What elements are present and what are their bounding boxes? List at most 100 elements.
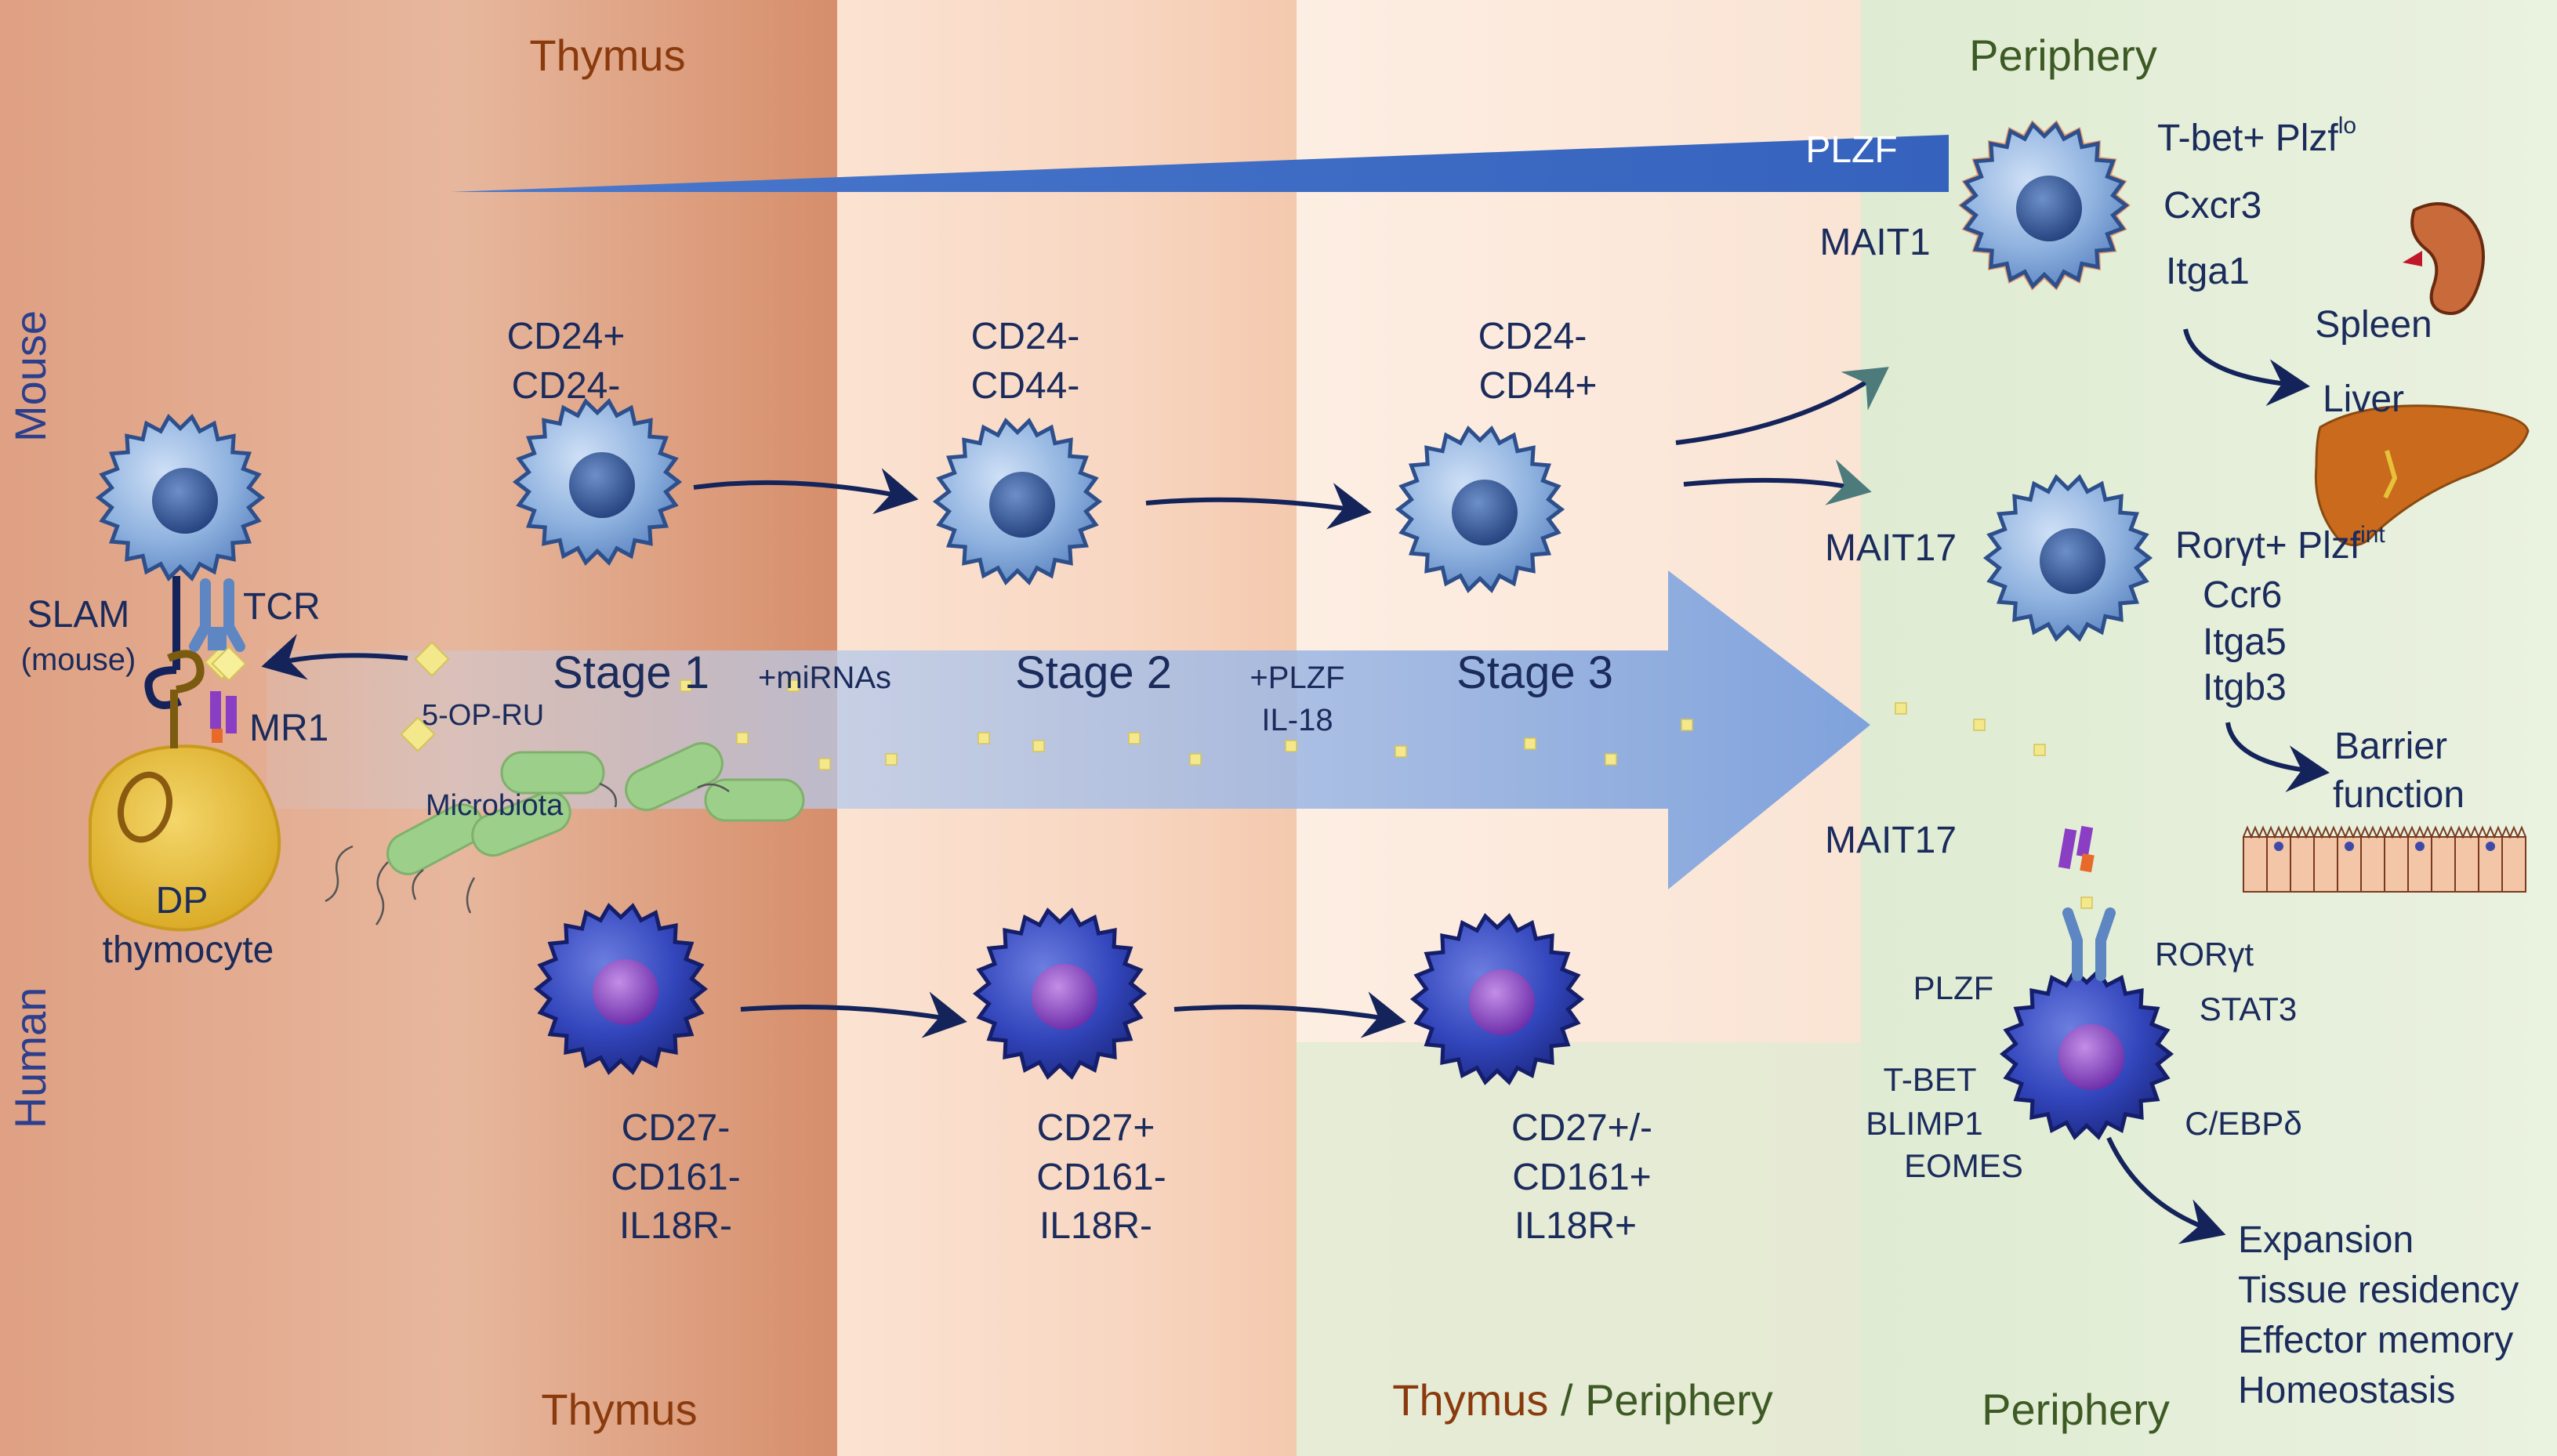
antigen-particle: [885, 753, 898, 766]
mait1-marker-3: Itga1: [2166, 251, 2250, 292]
stage3-to-mait1-arrow: [1675, 367, 1889, 445]
tcr-label: TCR: [243, 586, 321, 628]
slam-tcr-complex: [144, 576, 247, 748]
human-stage1-marker-3: IL18R-: [619, 1205, 732, 1247]
region-title-thymus-bottom: Thymus: [541, 1385, 697, 1434]
human-stage2-cell: [972, 907, 1148, 1080]
mait1-marker-2: Cxcr3: [2163, 185, 2261, 226]
epithelial-cell: [2313, 836, 2338, 893]
epithelial-immune-dot: [2486, 842, 2495, 851]
mait1-marker-1: T-bet+ Plzflo: [2157, 113, 2356, 159]
outcome-2: Tissue residency: [2238, 1269, 2519, 1311]
mait17-marker-2: Ccr6: [2203, 574, 2282, 616]
outcome-4: Homeostasis: [2238, 1370, 2455, 1411]
mait1-to-organs-arrow: [2183, 328, 2310, 407]
thymus-periphery-part-b: Periphery: [1585, 1375, 1773, 1425]
barrier-label-1: Barrier: [2334, 726, 2447, 767]
antigen-particle: [1395, 745, 1407, 758]
epithelial-cell: [2431, 836, 2456, 893]
region-title-periphery-bottom: Periphery: [1982, 1385, 2170, 1434]
human-stage3-marker-2: CD161+: [1512, 1157, 1651, 1198]
human-stage3-marker-1: CD27+/-: [1511, 1107, 1652, 1149]
bacterium: [625, 742, 724, 811]
epithelial-cell: [2243, 836, 2268, 893]
antigen-particle: [787, 679, 800, 692]
stage-progression-arrow: [267, 570, 1870, 889]
thymus-periphery-separator: /: [1548, 1375, 1585, 1425]
epithelial-immune-dot: [2345, 842, 2354, 851]
dp-thymocyte-label-1: DP: [156, 880, 209, 922]
mouse-cells: [95, 120, 2153, 642]
plzf-gradient-label: PLZF: [1805, 129, 1897, 171]
epithelium-villi: [2243, 825, 2526, 839]
antigen-particle: [1285, 740, 1297, 752]
tf-left-1: PLZF: [1913, 969, 1994, 1006]
mouse-stage3-marker-1: CD24-: [1478, 316, 1587, 357]
mait17-to-barrier-arrow: [2225, 722, 2330, 793]
species-label-human: Human: [5, 987, 55, 1129]
barrier-label-2: function: [2333, 774, 2465, 816]
mouse-stage1-cell: [512, 398, 683, 566]
bacterium: [386, 803, 484, 875]
antigen-particle: [1524, 737, 1536, 750]
mait1-cell: [1958, 120, 2131, 291]
antigen-particle: [977, 732, 990, 744]
human-stage1-marker-1: CD27-: [622, 1107, 731, 1149]
mouse-stage2-marker-2: CD44-: [971, 365, 1080, 407]
stage3-label: Stage 3: [1456, 647, 1613, 698]
human-stage2-marker-2: CD161-: [1036, 1157, 1166, 1198]
plzf-stage-label: +PLZF: [1249, 661, 1344, 695]
epithelial-cell: [2384, 836, 2409, 893]
antigen-to-mr1-arrow: [261, 634, 408, 680]
stage3-to-mait17-arrow: [1683, 459, 1872, 505]
mait17-marker-3: Itga5: [2203, 621, 2287, 663]
human-cells: [533, 903, 2174, 1140]
microbiota-bacteria: [325, 742, 805, 925]
mouse-stage1-marker-2: CD24-: [512, 365, 621, 407]
mouse-stage1-marker-1: CD24+: [507, 316, 626, 357]
antigen-particle: [1032, 740, 1045, 752]
region-title-thymus-top: Thymus: [529, 31, 685, 80]
human-stage2-marker-1: CD27+: [1037, 1107, 1155, 1149]
liver-label: Liver: [2323, 378, 2404, 420]
dp-thymocyte-cell: [89, 744, 281, 932]
mait17-marker-1: Rorγt+ Plzfint: [2175, 522, 2385, 567]
epithelial-cell: [2454, 836, 2479, 893]
spleen-label: Spleen: [2315, 304, 2432, 346]
antigen-particle: [818, 758, 831, 770]
epithelial-immune-dot: [2274, 842, 2283, 851]
thymus-periphery-part-a: Thymus: [1392, 1375, 1548, 1425]
tf-right-2: STAT3: [2200, 991, 2297, 1027]
bacterium: [704, 778, 805, 822]
bacterium: [471, 790, 571, 857]
plzf-gradient-wedge: [451, 135, 1949, 192]
outcome-1: Expansion: [2238, 1219, 2414, 1261]
stage2-label: Stage 2: [1015, 647, 1172, 698]
antigen-particle: [1681, 719, 1693, 731]
human-stage1-to-stage2-arrow: [740, 991, 967, 1038]
mouse-stage1-to-stage2-arrow: [693, 468, 919, 515]
mouse-stage3-cell: [1395, 426, 1565, 593]
liver-illustration: [2314, 404, 2530, 547]
tf-left-2: T-BET: [1883, 1061, 1976, 1098]
dp-thymocyte-label-2: thymocyte: [103, 929, 274, 971]
antigen-particle: [1189, 753, 1202, 766]
slam-sub-label: (mouse): [21, 643, 136, 677]
epithelial-cell: [2360, 836, 2385, 893]
mouse-stage2-marker-1: CD24-: [971, 316, 1080, 357]
mait17-label: MAIT17: [1825, 527, 1957, 569]
antigen-particle: [1605, 753, 1617, 766]
tf-right-3: C/EBPδ: [2185, 1105, 2301, 1142]
tf-left-3: BLIMP1: [1866, 1105, 1982, 1142]
spleen-illustration: [2403, 202, 2485, 315]
epithelial-cell: [2290, 836, 2315, 893]
mait17-marker-1-text: Rorγt+ Plzf: [2175, 525, 2361, 567]
antigen-particle: [1895, 702, 1907, 715]
il18-stage-label: IL-18: [1261, 703, 1333, 737]
antigen-particle: [414, 641, 450, 677]
region-title-thymus-periphery: Thymus / Periphery: [1392, 1375, 1773, 1425]
mouse-dp-mait-cell: [95, 414, 266, 581]
human-stage2-marker-3: IL18R-: [1039, 1205, 1152, 1247]
mouse-stage2-to-stage3-arrow: [1145, 483, 1372, 530]
mait17-cell: [1982, 474, 2153, 642]
